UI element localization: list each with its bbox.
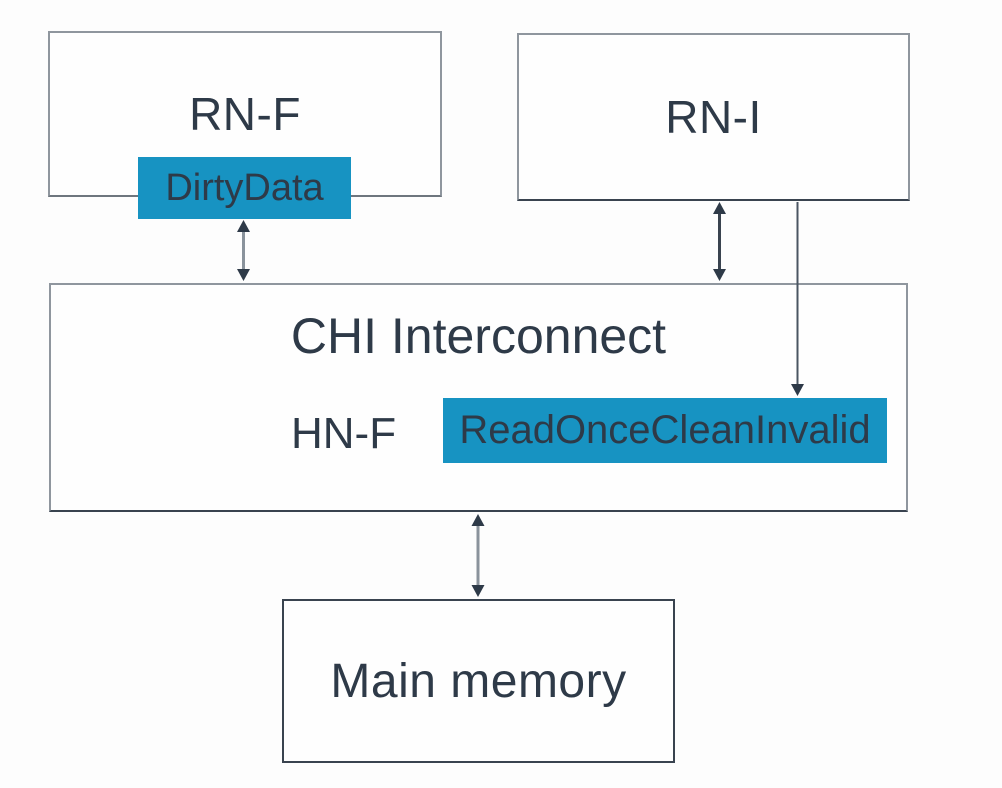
badge-dirtydata: DirtyData [138, 157, 351, 219]
arrow-rnf-chi [237, 220, 250, 281]
arrow-chi-memory [471, 514, 485, 597]
node-chi-interconnect [49, 283, 908, 512]
node-chi-interconnect-title: CHI Interconnect [290, 308, 667, 364]
node-rnf-label: RN-F [189, 88, 301, 140]
badge-readonceclean-invalid: ReadOnceCleanInvalid [443, 398, 887, 463]
badge-dirtydata-label: DirtyData [165, 166, 324, 209]
arrow-rni-chi [713, 202, 726, 281]
badge-readonceclean-invalid-label: ReadOnceCleanInvalid [459, 408, 871, 452]
node-hnf-label: HN-F [291, 409, 397, 458]
node-rni-label: RN-I [665, 91, 762, 143]
node-rni: RN-I [517, 33, 910, 201]
node-main-memory: Main memory [282, 599, 675, 763]
node-main-memory-label: Main memory [330, 654, 627, 708]
